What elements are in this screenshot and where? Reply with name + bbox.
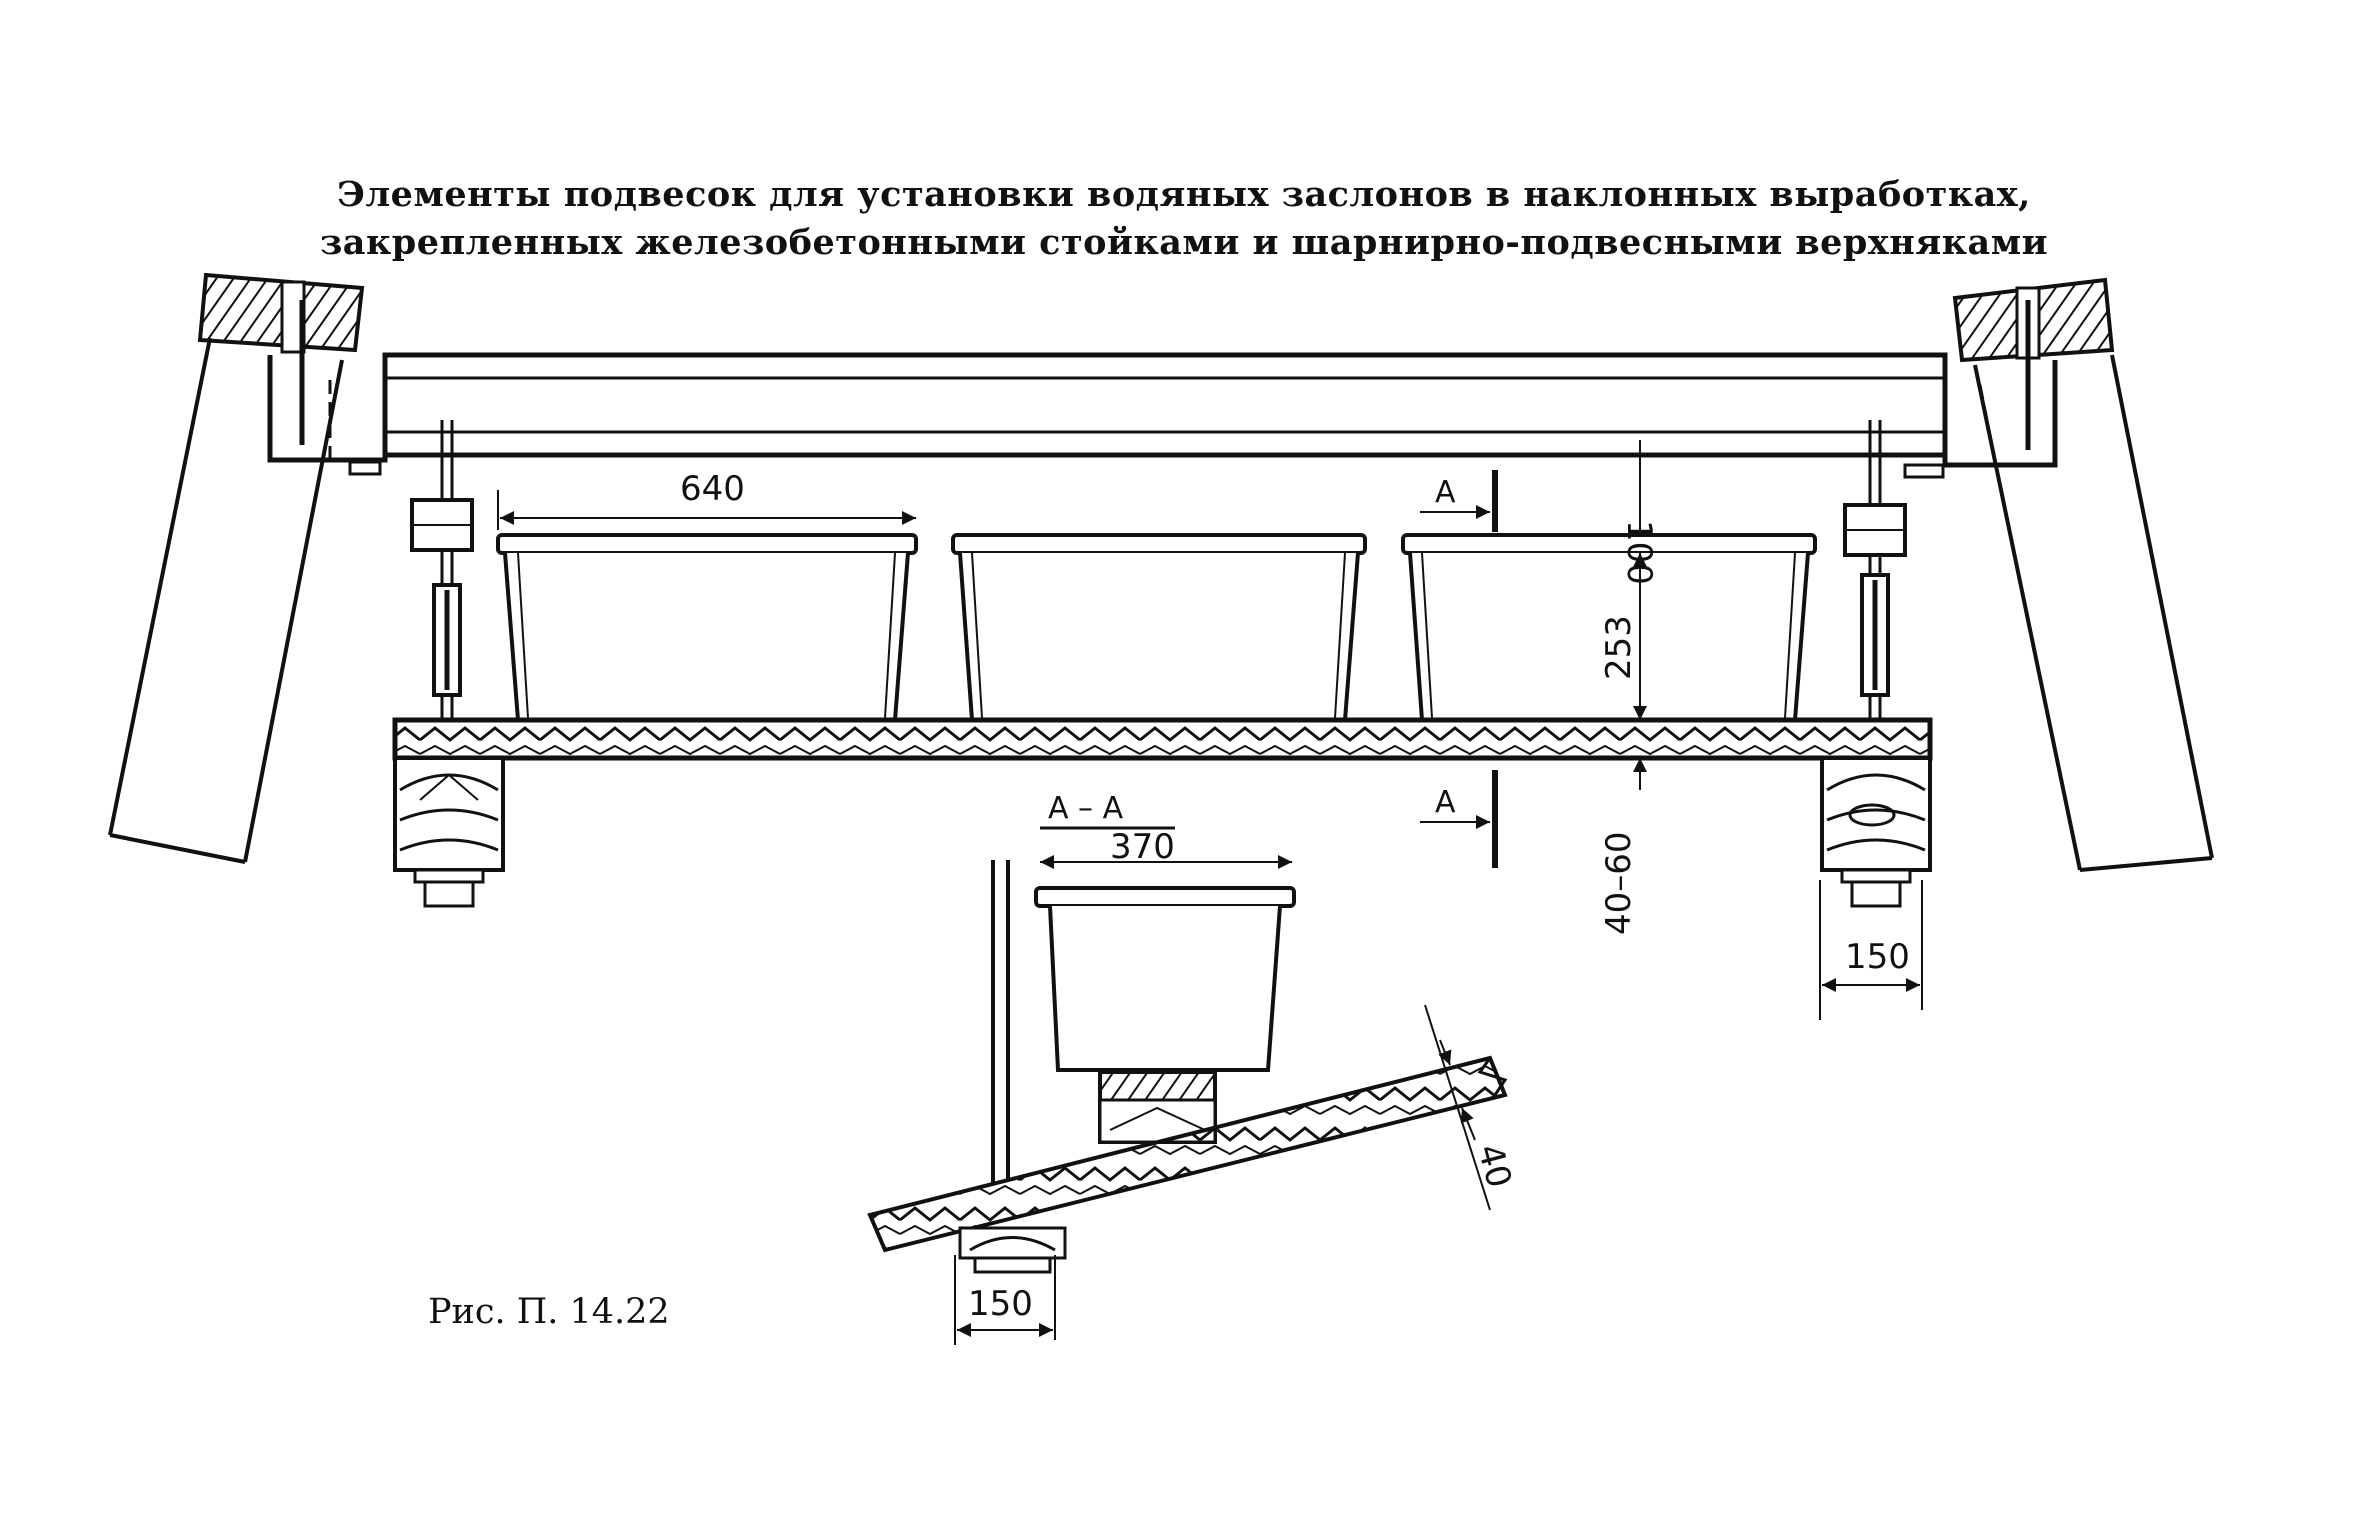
title-line-2: закрепленных железобетонными стойками и … xyxy=(319,222,2049,263)
right-support-block xyxy=(1820,756,1932,908)
right-cap-block xyxy=(1952,277,2115,363)
figure-caption: Рис. П. 14.22 xyxy=(428,1292,670,1332)
section-letter-lower: A xyxy=(1435,785,1456,820)
section-letter-upper: A xyxy=(1435,475,1456,510)
water-tub-3 xyxy=(1401,533,1817,722)
dimension-vertical: 100 253 40–60 xyxy=(1599,440,1659,935)
title-line-1: Элементы подвесок для установки водяных … xyxy=(337,174,2031,215)
left-prop xyxy=(108,337,344,864)
left-hanger-rod xyxy=(410,420,474,720)
left-cap-block xyxy=(197,272,365,354)
dim-label-253: 253 xyxy=(1599,615,1639,680)
dim-label-100: 100 xyxy=(1619,520,1659,585)
dim-label-150-right: 150 xyxy=(1845,937,1910,977)
dimension-640: 640 xyxy=(497,469,916,530)
section-mark-lower: A xyxy=(1420,770,1498,868)
section-a-a: A – A 370 150 xyxy=(867,791,1519,1345)
wooden-plank xyxy=(392,717,1933,761)
top-girder xyxy=(382,352,1948,458)
section-title: A – A xyxy=(1048,791,1124,826)
water-tub-2 xyxy=(951,533,1367,722)
dim-label-640: 640 xyxy=(680,469,745,509)
dim-label-370: 370 xyxy=(1110,827,1175,867)
right-prop xyxy=(1973,354,2214,872)
left-support-block xyxy=(393,756,505,908)
right-hanger-rod xyxy=(1843,420,1907,720)
water-tub-1 xyxy=(496,533,918,722)
dim-label-40: 40 xyxy=(1469,1140,1519,1192)
dimension-150-right: 150 xyxy=(1819,880,1923,1020)
dim-label-150-section: 150 xyxy=(968,1284,1033,1324)
section-mark-upper: A xyxy=(1420,470,1498,532)
dim-label-40-60: 40–60 xyxy=(1599,831,1639,935)
